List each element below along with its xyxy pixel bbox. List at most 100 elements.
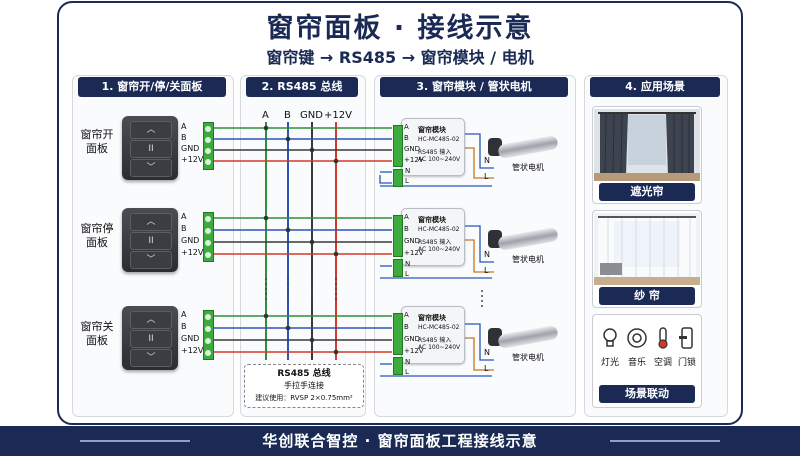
mod-l-label: L: [405, 270, 409, 278]
mod-term-label-12v: +12V: [404, 347, 424, 355]
switch-close: ︿ II ﹀: [122, 306, 178, 370]
mod-term-label-12v: +12V: [404, 156, 424, 164]
chevron-up-icon: ︿: [130, 311, 172, 329]
chevron-up-icon: ︿: [130, 121, 172, 139]
bus-note: RS485 总线 手拉手连接 建议使用：RVSP 2×0.75mm²: [244, 364, 364, 408]
curtain-module: 窗帘模块 HC-MC485-02 RS485 输入 AC 100~240V: [393, 208, 465, 277]
page-title: 窗帘面板 · 接线示意: [266, 13, 534, 44]
scene-blackout: 遮光帘: [592, 106, 702, 204]
mod-term-label-b: B: [404, 134, 409, 142]
mod-term-label-a: A: [404, 123, 409, 131]
term-label-12v: +12V: [181, 155, 204, 164]
switch-label-close: 窗帘关面板: [80, 320, 114, 347]
module-input: RS485 输入: [418, 239, 452, 246]
chevron-down-icon: ﹀: [130, 159, 172, 177]
wires-row-3: [212, 315, 494, 377]
panel-bus: [240, 75, 366, 417]
bus-label-b: B: [284, 110, 291, 121]
section-header-switches: 1. 窗帘开/停/关面板: [78, 77, 226, 97]
mod-term-label-b: B: [404, 225, 409, 233]
switch-open: ︿ II ﹀: [122, 116, 178, 180]
chevron-down-icon: ﹀: [130, 251, 172, 269]
curtain-module: 窗帘模块 HC-MC485-02 RS485 输入 AC 100~240V: [393, 306, 465, 375]
linkage-label-light: 灯光: [600, 358, 619, 368]
pause-icon: II: [130, 330, 172, 348]
scene-sheer: 纱 帘: [592, 210, 702, 308]
thermometer-icon: [658, 327, 668, 349]
module-model: HC-MC485-02: [418, 226, 460, 233]
motor-l-label: L: [484, 364, 489, 373]
scene-caption: 场景联动: [599, 385, 695, 403]
module-title: 窗帘模块: [418, 216, 446, 224]
wires-row-1: [212, 127, 494, 187]
bus-label-a: A: [262, 110, 269, 121]
motor-n-label: N: [484, 156, 490, 165]
door-lock-icon: [679, 327, 693, 349]
module-terminal: [393, 313, 403, 355]
chevron-down-icon: ﹀: [130, 349, 172, 367]
mod-term-label-a: A: [404, 311, 409, 319]
motor-label: 管状电机: [512, 353, 544, 362]
mod-term-label-12v: +12V: [404, 249, 424, 257]
speaker-icon: [627, 328, 647, 348]
switch-label-open: 窗帘开面板: [80, 128, 114, 155]
section-header-bus: 2. RS485 总线: [246, 77, 358, 97]
term-label-gnd: GND: [181, 236, 200, 245]
mod-term-label-gnd: GND: [404, 145, 421, 153]
bulb-icon: [603, 328, 617, 347]
sheer-curtain-illustration: [594, 213, 700, 285]
pause-icon: II: [130, 232, 172, 250]
pause-icon: II: [130, 140, 172, 158]
bus-label-12v: +12V: [324, 110, 352, 121]
term-label-a: A: [181, 122, 187, 131]
module-power-terminal: [393, 357, 403, 375]
module-power: AC 100~240V: [418, 156, 461, 163]
mod-l-label: L: [405, 368, 409, 376]
curtain-module: 窗帘模块 HC-MC485-02 RS485 输入 AC 100~240V: [393, 118, 465, 187]
bus-label-gnd: GND: [300, 110, 323, 121]
term-label-b: B: [181, 322, 187, 331]
linkage-label-ac: 空调: [653, 358, 672, 368]
module-model: HC-MC485-02: [418, 136, 460, 143]
mod-term-label-b: B: [404, 323, 409, 331]
linkage-label-lock: 门锁: [677, 358, 696, 368]
motor-n-label: N: [484, 250, 490, 259]
chevron-up-icon: ︿: [130, 213, 172, 231]
footer-line-right: [610, 440, 720, 442]
motor-label: 管状电机: [512, 163, 544, 172]
term-label-gnd: GND: [181, 144, 200, 153]
module-terminal: [393, 215, 403, 257]
motor-l-label: L: [484, 172, 489, 181]
scene-caption: 纱 帘: [599, 287, 695, 305]
switch-stop: ︿ II ﹀: [122, 208, 178, 272]
section-header-modules: 3. 窗帘模块 / 管状电机: [380, 77, 568, 97]
term-label-gnd: GND: [181, 334, 200, 343]
scene-linkage: 灯光 音乐 空调 门锁 场景联动: [592, 314, 702, 408]
bus-note-line3: 建议使用：RVSP 2×0.75mm²: [255, 394, 353, 402]
module-terminal: [393, 125, 403, 167]
footer-banner: 华创联合智控 · 窗帘面板工程接线示意: [0, 426, 800, 456]
section-header-scenes: 4. 应用场景: [590, 77, 720, 97]
term-label-b: B: [181, 133, 187, 142]
module-power: AC 100~240V: [418, 344, 461, 351]
mod-l-label: L: [405, 177, 409, 185]
module-title: 窗帘模块: [418, 314, 446, 322]
module-input: RS485 输入: [418, 149, 452, 156]
mod-n-label: N: [405, 358, 411, 366]
switch-terminal: [203, 212, 214, 262]
term-label-b: B: [181, 224, 187, 233]
footer-line-left: [80, 440, 190, 442]
wires-row-2: [212, 217, 494, 279]
mod-term-label-gnd: GND: [404, 237, 421, 245]
module-model: HC-MC485-02: [418, 324, 460, 331]
bus-note-line2: 手拉手连接: [284, 381, 324, 390]
module-power: AC 100~240V: [418, 246, 461, 253]
mod-n-label: N: [405, 167, 411, 175]
motor-l-label: L: [484, 266, 489, 275]
page-subtitle: 窗帘键 → RS485 → 窗帘模块 / 电机: [266, 48, 534, 67]
blackout-curtain-illustration: [594, 109, 700, 181]
bus-note-title: RS485 总线: [277, 369, 331, 379]
